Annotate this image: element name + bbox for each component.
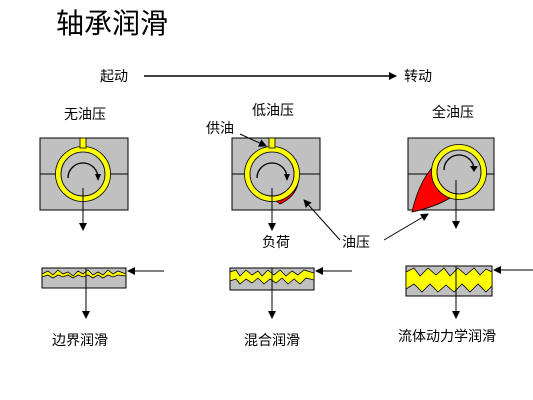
regime-label-hydrodynamic: 流体动力学润滑	[398, 329, 496, 345]
state-label-low-pressure: 低油压	[252, 103, 294, 119]
axis-end-label: 转动	[404, 69, 432, 85]
bearing-no-pressure	[39, 137, 129, 231]
oil-pressure-arrow-left	[303, 199, 341, 241]
surface-boundary	[41, 267, 164, 319]
supply-oil-arrow	[239, 133, 267, 147]
regime-label-boundary: 边界润滑	[52, 333, 108, 349]
load-label: 负荷	[262, 235, 290, 251]
state-label-no-pressure: 无油压	[64, 107, 106, 123]
bearing-full-pressure	[407, 137, 495, 229]
surface-hydrodynamic	[405, 265, 533, 319]
page-title: 轴承润滑	[56, 7, 169, 40]
oil-pressure-label: 油压	[342, 235, 370, 251]
supply-oil-label: 供油	[206, 121, 234, 137]
axis-start-label: 起动	[100, 69, 128, 85]
state-label-full-pressure: 全油压	[432, 105, 474, 121]
surface-mixed	[229, 267, 352, 319]
bearing-low-pressure	[231, 133, 321, 231]
oil-pressure-arrow-right	[383, 213, 429, 241]
regime-label-mixed: 混合润滑	[244, 333, 300, 349]
